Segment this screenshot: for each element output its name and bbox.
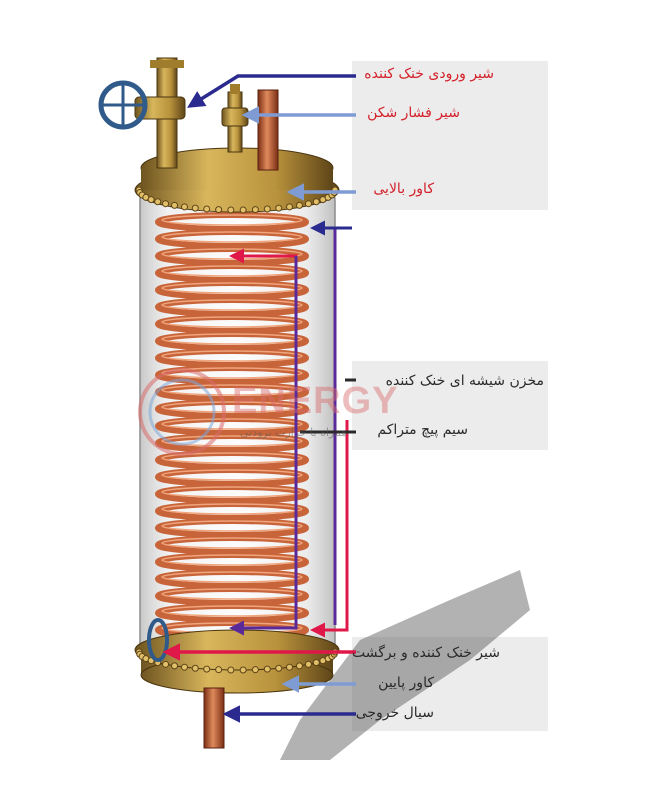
coil-highlight — [161, 231, 303, 243]
label-fluid-outlet: سیال خروجی — [355, 705, 434, 721]
cover-bolt — [286, 203, 294, 211]
label-panel-top — [352, 61, 548, 210]
label-glass-tank: مخزن شیشه ای خنک کننده — [385, 373, 544, 389]
energy-watermark — [138, 368, 226, 456]
cover-bolt — [263, 665, 271, 673]
cover-bolt — [171, 201, 179, 209]
watermark-brand: ENERGY — [232, 380, 399, 422]
cover-bolt — [171, 662, 179, 670]
coil-highlight — [161, 452, 303, 464]
label-outlet-return: شیر خنک کننده و برگشت — [352, 645, 500, 661]
coil-highlight — [161, 401, 303, 413]
coil-highlight — [161, 486, 303, 498]
watermark-tagline: همراه با حرارت برودتی — [240, 426, 348, 439]
coil-highlight — [161, 316, 303, 328]
cover-bolt — [275, 664, 283, 672]
label-inlet-valve: شیر ورودی خنک کننده — [364, 66, 494, 82]
coil-highlight — [161, 265, 303, 277]
copper-coil — [155, 212, 309, 640]
label-panel-bottom — [352, 637, 548, 731]
cover-bolt — [147, 196, 155, 204]
cover-bolt — [162, 660, 170, 668]
coil-highlight — [161, 384, 303, 396]
coil-highlight — [161, 469, 303, 481]
cover-bolt — [251, 666, 259, 674]
internal-flow-arrows — [229, 220, 352, 638]
bottom-valve-wheel — [147, 618, 169, 662]
cover-bolt — [304, 200, 312, 208]
flow-outer-red — [310, 420, 349, 638]
cover-bolt — [286, 663, 294, 671]
label-arrows — [162, 74, 356, 723]
coil-highlight — [161, 282, 303, 294]
coil-highlight — [161, 333, 303, 345]
cover-bolt — [162, 200, 170, 208]
label-condenser-coil: سیم پیچ متراکم — [377, 422, 468, 438]
cover-bolt — [239, 206, 247, 214]
cover-bolt — [154, 198, 162, 206]
cover-bolt — [263, 205, 271, 213]
cover-bolt — [180, 203, 188, 211]
pressure-relief-valve — [221, 84, 249, 153]
coil-highlight — [161, 571, 303, 583]
cover-bolt — [203, 665, 211, 673]
cover-bolt — [275, 204, 283, 212]
cover-bolt — [191, 664, 199, 672]
cover-bolt — [239, 666, 247, 674]
copper-pipe-top — [257, 89, 279, 171]
inlet-valve — [98, 57, 186, 169]
cover-bolt — [304, 660, 312, 668]
cover-bolt — [251, 206, 259, 214]
coil-highlight — [161, 299, 303, 311]
coil-highlight — [161, 503, 303, 515]
coil-highlight — [161, 520, 303, 532]
coil-highlight — [161, 350, 303, 362]
arrow-inlet-valve — [187, 74, 356, 108]
top-cover — [134, 147, 340, 214]
label-panel-middle — [352, 361, 548, 450]
coil-highlight — [161, 418, 303, 430]
label-top-cover: کاور بالایی — [373, 181, 434, 197]
flow-purple-down — [229, 256, 298, 636]
cover-bolt — [295, 201, 303, 209]
cover-bolt — [227, 206, 235, 214]
cover-bolt — [180, 663, 188, 671]
coil-highlight — [161, 537, 303, 549]
coil-highlight — [161, 605, 303, 617]
cover-bolt — [312, 198, 320, 206]
coil-highlight — [161, 435, 303, 447]
cover-bolt — [203, 205, 211, 213]
cover-bolt — [312, 659, 320, 667]
cover-bolt — [295, 662, 303, 670]
coil-highlight — [161, 588, 303, 600]
coil-highlight — [161, 554, 303, 566]
coil-highlight — [161, 214, 303, 226]
copper-pipe-bottom — [203, 687, 225, 749]
cover-bolt — [191, 204, 199, 212]
cover-bolt — [215, 206, 223, 214]
cover-bolt — [227, 666, 235, 674]
label-bottom-cover: کاور پایین — [378, 675, 434, 691]
label-pressure-relief: شیر فشار شکن — [367, 105, 460, 121]
cover-bolt — [215, 666, 223, 674]
